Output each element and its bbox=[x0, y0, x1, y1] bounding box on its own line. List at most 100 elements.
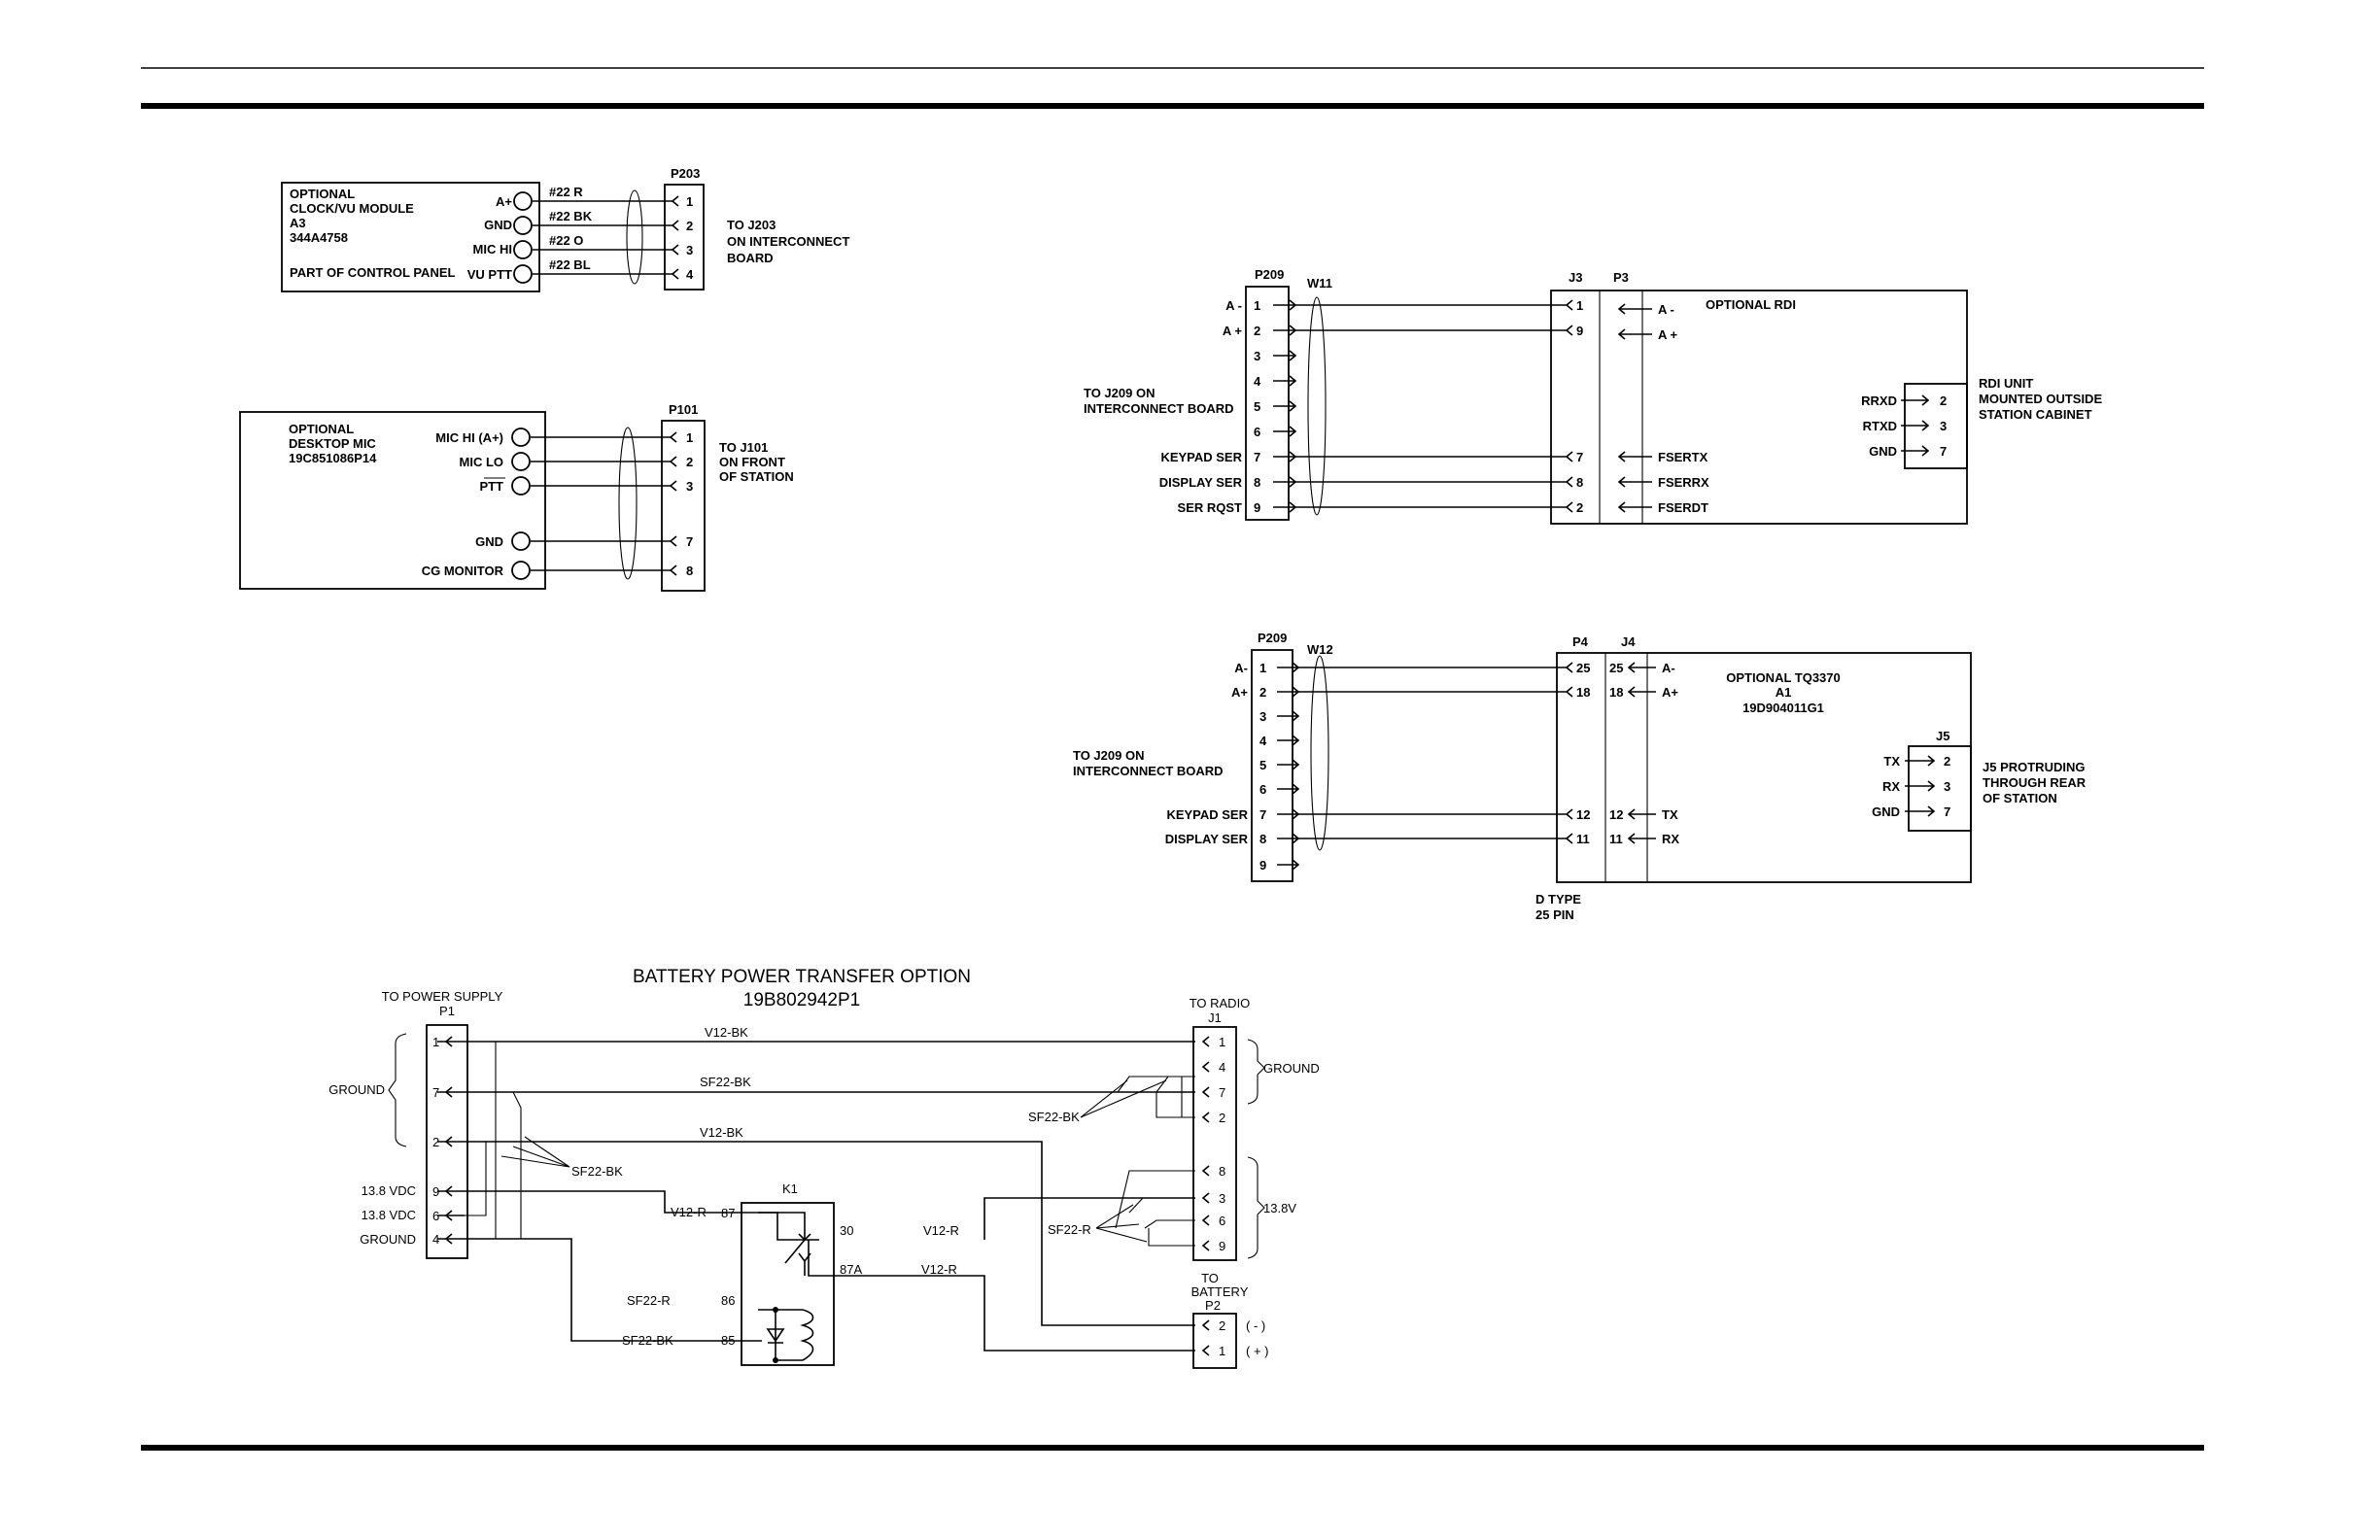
connector-p101 bbox=[661, 420, 706, 592]
wire-label: SF22-R bbox=[1048, 1222, 1091, 1237]
j1-pin-number: 4 bbox=[1219, 1060, 1225, 1075]
ground-bracket bbox=[388, 1033, 407, 1147]
j5-pin-number: 7 bbox=[1944, 804, 1950, 819]
pin-number: 2 bbox=[686, 455, 693, 469]
relay-coil bbox=[800, 1309, 814, 1361]
j4-pin-number: 11 bbox=[1609, 832, 1623, 846]
p209-pin-number: 3 bbox=[1254, 349, 1260, 363]
wire-label: SF22-BK bbox=[571, 1164, 623, 1179]
p3-label: FSERDT bbox=[1658, 500, 1708, 515]
j3-pin-number: 9 bbox=[1576, 324, 1583, 338]
p1-pin-number: 4 bbox=[432, 1232, 439, 1247]
p209-pin-label: SER RQST bbox=[1178, 500, 1243, 515]
p1-vdc-label: 13.8 VDC bbox=[362, 1208, 416, 1222]
p3-label: FSERRX bbox=[1658, 475, 1709, 490]
j1-sf22r-leaders bbox=[1095, 1204, 1148, 1243]
j5-arrow bbox=[1905, 780, 1936, 792]
shield-ellipse bbox=[1307, 296, 1327, 516]
tq-title-line: A1 bbox=[1776, 685, 1792, 700]
rdi-unit-note: MOUNTED OUTSIDE bbox=[1979, 392, 2102, 406]
p2-polarity: ( + ) bbox=[1246, 1344, 1268, 1358]
p209-pin-number: 2 bbox=[1254, 324, 1260, 338]
clock-vu-module-box bbox=[281, 182, 540, 292]
cable-w12-label: W12 bbox=[1307, 642, 1333, 657]
connector-p209-label: P209 bbox=[1258, 631, 1287, 645]
wire-label: V12-R bbox=[671, 1205, 707, 1219]
connector-p203 bbox=[664, 184, 705, 291]
j1-pin-number: 1 bbox=[1219, 1035, 1225, 1049]
clock-pin-label: GND bbox=[484, 218, 512, 232]
mic-pin-label: PTT bbox=[479, 479, 503, 494]
j4-arrow bbox=[1627, 833, 1656, 844]
p209-pin-label: DISPLAY SER bbox=[1159, 475, 1243, 490]
wire-label: V12-R bbox=[923, 1223, 959, 1238]
rdi-wire bbox=[1295, 501, 1573, 513]
p209-pin-number: 8 bbox=[1259, 832, 1266, 846]
p1-pin-number: 2 bbox=[432, 1135, 439, 1149]
pin-number: 2 bbox=[1219, 1318, 1225, 1333]
tq-title-line: 19D904011G1 bbox=[1742, 701, 1824, 715]
j5-pin-number: 3 bbox=[1944, 779, 1950, 794]
mic-pin-label: MIC LO bbox=[460, 455, 504, 469]
p3-label: A - bbox=[1658, 302, 1674, 317]
wire-label: SF22-R bbox=[627, 1293, 671, 1308]
mic-line-2: DESKTOP MIC bbox=[289, 436, 376, 451]
terminal-ring bbox=[513, 240, 533, 259]
mic-line-1: OPTIONAL bbox=[289, 422, 354, 436]
relay-pin: 85 bbox=[721, 1333, 735, 1348]
plug-p4-label: P4 bbox=[1572, 634, 1589, 649]
p209-pin-number: 4 bbox=[1259, 734, 1267, 748]
plug-p3-label: P3 bbox=[1613, 270, 1629, 285]
terminal-ring bbox=[511, 561, 531, 580]
p4-pin-number: 12 bbox=[1576, 807, 1590, 822]
p209-pin-arrow bbox=[1273, 400, 1297, 412]
j4-pin-number: 12 bbox=[1609, 807, 1623, 822]
jack-j3-label: J3 bbox=[1569, 270, 1582, 285]
pin-number: 3 bbox=[686, 243, 693, 257]
j4-label: A+ bbox=[1662, 685, 1678, 700]
rdi-wire bbox=[1295, 299, 1573, 311]
p1-pin-number: 1 bbox=[432, 1035, 439, 1049]
terminal-ring bbox=[511, 476, 531, 496]
j5-note-line: THROUGH REAR bbox=[1983, 775, 2087, 790]
mic-pin-label: CG MONITOR bbox=[422, 564, 504, 578]
p3-label: A + bbox=[1658, 327, 1678, 342]
p1-vdc-label: 13.8 VDC bbox=[362, 1183, 416, 1198]
clock-pin-label: VU PTT bbox=[467, 267, 512, 282]
terminal-ring bbox=[511, 428, 531, 447]
j1-pin-number: 9 bbox=[1219, 1239, 1225, 1253]
pin-number: 1 bbox=[686, 430, 693, 445]
tq-wire bbox=[1298, 833, 1573, 844]
p2-head: BATTERY bbox=[1191, 1284, 1249, 1299]
rdi-unit-pin-number: 7 bbox=[1940, 444, 1947, 459]
pin-arrows bbox=[671, 195, 679, 280]
battery-subtitle: 19B802942P1 bbox=[743, 990, 860, 1010]
p209-pin-label: A + bbox=[1223, 324, 1243, 338]
mic-dest-line: OF STATION bbox=[719, 469, 794, 484]
j1-head: TO RADIO bbox=[1190, 996, 1251, 1010]
j1-pin-number: 8 bbox=[1219, 1164, 1225, 1179]
wire-label: #22 BK bbox=[549, 209, 593, 223]
j4-pin-number: 25 bbox=[1609, 661, 1623, 675]
p209-pin-number: 4 bbox=[1254, 374, 1261, 389]
rdi-unit-pin-number: 2 bbox=[1940, 394, 1947, 408]
pin-number: 4 bbox=[686, 267, 694, 282]
j4-label: RX bbox=[1662, 832, 1679, 846]
battery-transfer-section: BATTERY POWER TRANSFER OPTION 19B802942P… bbox=[328, 967, 1320, 1369]
j4-label: A- bbox=[1662, 661, 1675, 675]
j5-pin-label: RX bbox=[1882, 779, 1900, 794]
junction-dot bbox=[773, 1357, 778, 1363]
p209-pin-arrow bbox=[1273, 299, 1297, 311]
j1-138-bracket bbox=[1247, 1156, 1265, 1259]
p209-pin-arrow bbox=[1277, 859, 1300, 871]
relay-pin: 87A bbox=[840, 1262, 862, 1277]
connector-j1 bbox=[1192, 1026, 1237, 1261]
wire-label: #22 R bbox=[549, 185, 583, 199]
rdi-unit-arrow bbox=[1901, 445, 1930, 457]
p209-pin-arrow bbox=[1277, 735, 1300, 746]
